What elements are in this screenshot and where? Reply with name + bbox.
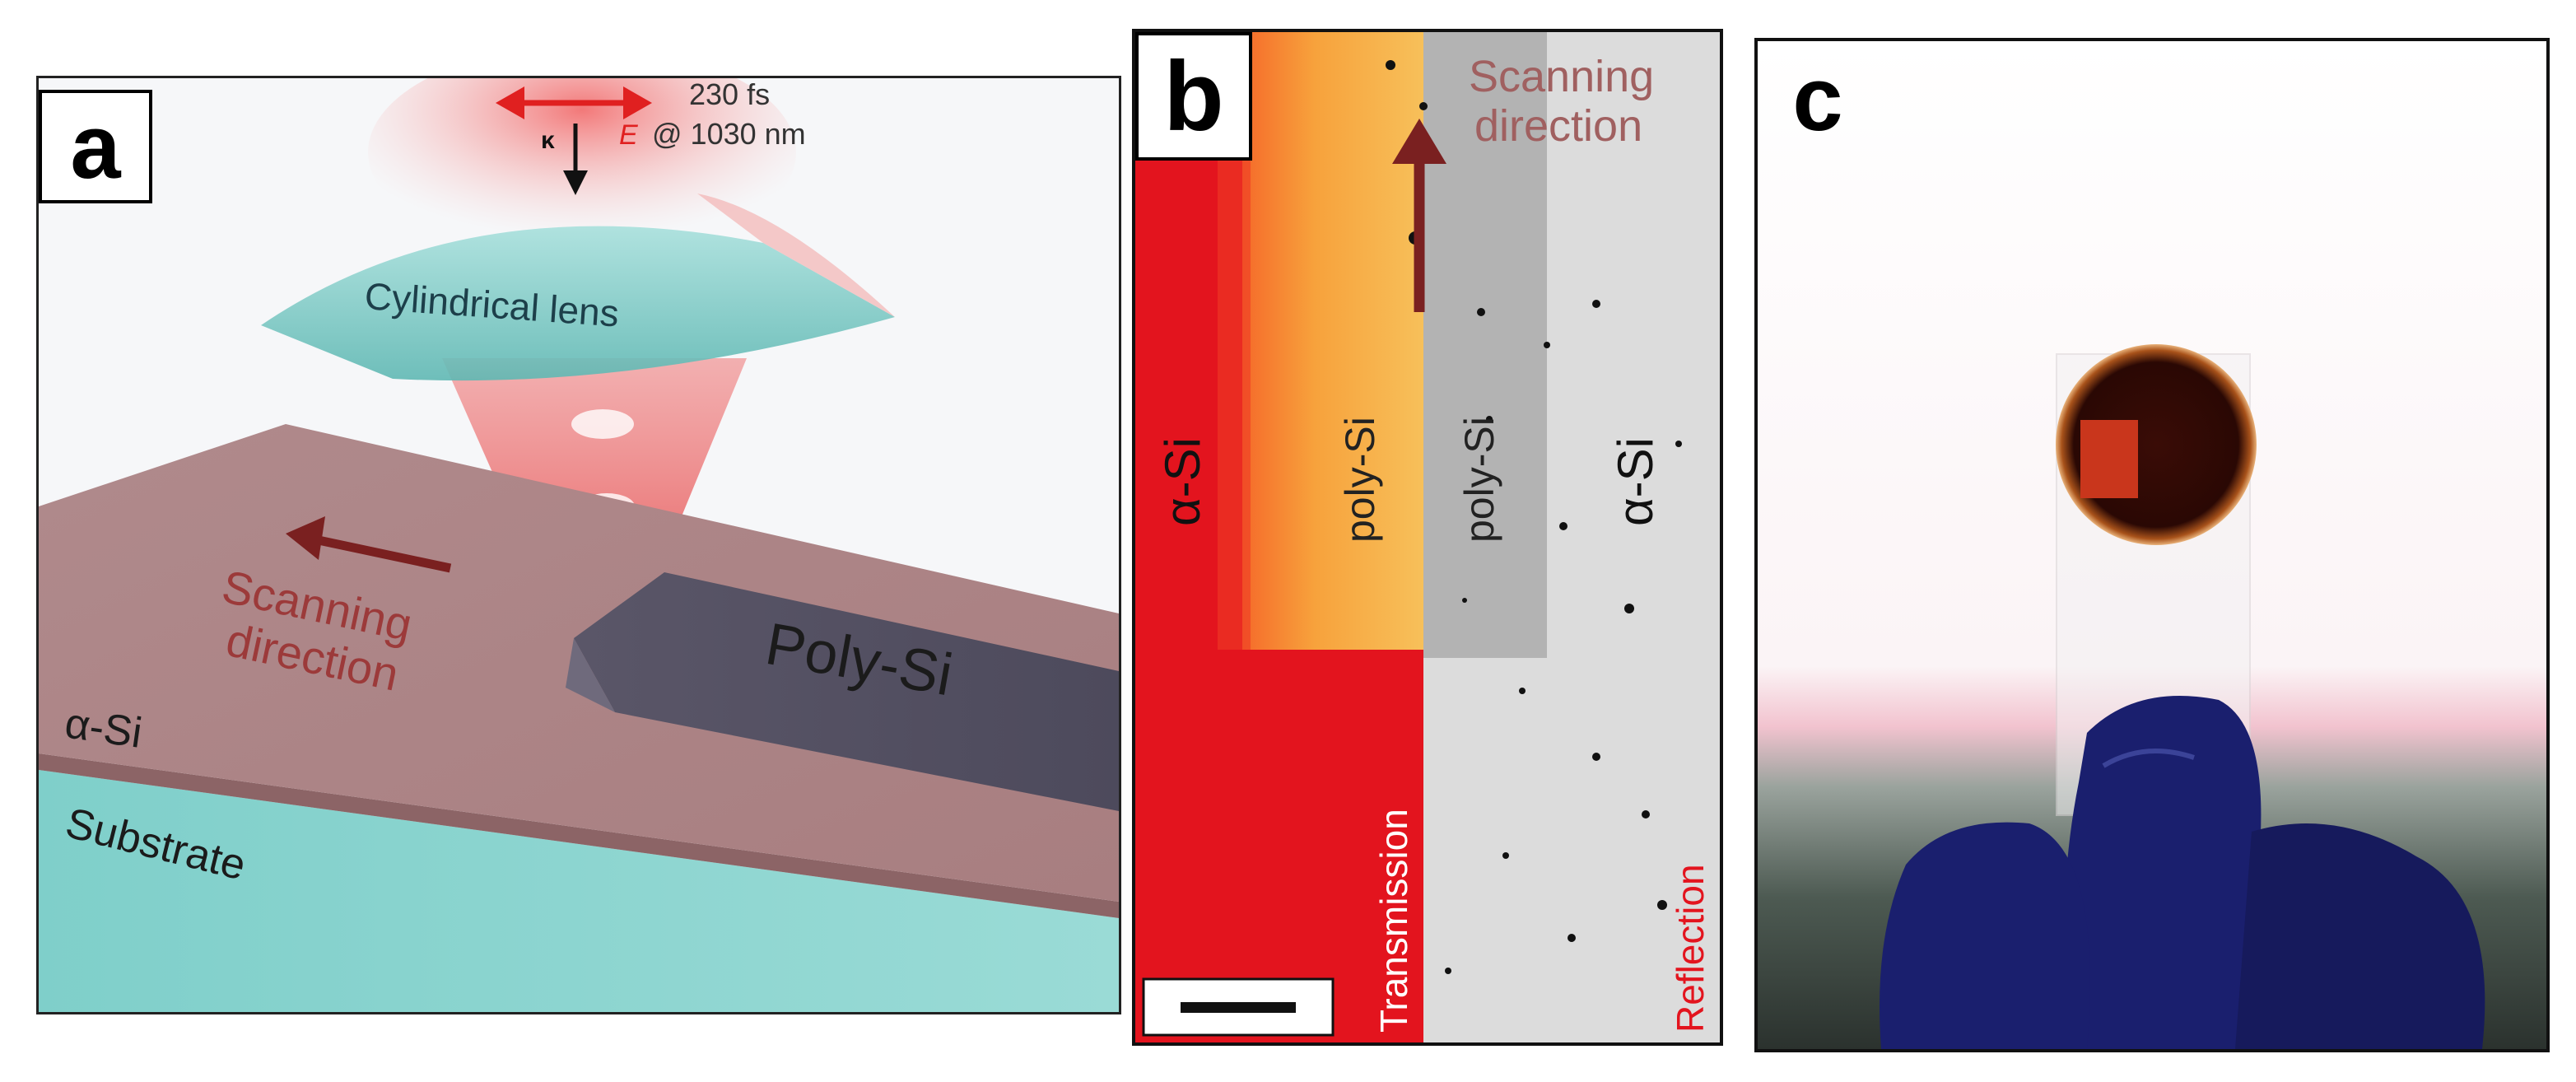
glove-finger-left [1880, 822, 2090, 1049]
scan-arrow-b-head [1392, 119, 1446, 164]
poly-si-left-label: poly-Si [1337, 417, 1383, 543]
poly-si-right-label: poly-Si [1456, 417, 1502, 543]
panel-label-a: a [39, 90, 152, 203]
wavelength-label: @ 1030 nm [652, 117, 806, 151]
scale-bar [1181, 1002, 1296, 1013]
e-field-label: E [619, 119, 638, 151]
substrate-layer [39, 770, 1119, 1012]
k-vector-head [563, 170, 588, 195]
panel-c: c [1754, 38, 2550, 1052]
alpha-si-left-label: α-Si [1155, 437, 1210, 526]
reflection-label: Reflection [1669, 864, 1712, 1033]
lens-side [697, 194, 895, 317]
k-vector-label: κ [541, 127, 555, 154]
panel-a: 230 fs @ 1030 nm κ E Cylindrical lens Sc… [36, 76, 1121, 1014]
panel-a-illustration: 230 fs @ 1030 nm κ E Cylindrical lens Sc… [39, 78, 1119, 1012]
glove-finger-right [2235, 823, 2485, 1049]
glove-highlight [2102, 749, 2195, 768]
pulse-duration-label: 230 fs [689, 78, 770, 111]
poly-si-track [574, 572, 1119, 811]
panel-label-b: b [1135, 32, 1252, 161]
scan-label-b-line2: direction [1474, 101, 1642, 151]
scan-label-b-line1: Scanning [1469, 52, 1654, 101]
panel-b-micrograph: Scanning direction α-Si poly-Si poly-Si … [1135, 32, 1720, 1042]
defect-speckles [1386, 60, 1682, 974]
glove-thumb [2064, 696, 2262, 1049]
scan-arrow-a-head [286, 516, 325, 560]
e-field-arrow-head-right [623, 86, 652, 119]
e-field-arrow-head-left [496, 86, 524, 119]
panel-label-c: c [1792, 48, 1843, 150]
alpha-si-right-label: α-Si [1608, 437, 1663, 526]
crystallized-patch [2080, 420, 2138, 498]
scan-arrow-a-line [313, 534, 452, 573]
laser-beam-glow [368, 78, 796, 259]
poly-si-transmission [1242, 32, 1423, 650]
poly-si-track-edge [566, 638, 615, 712]
cylindrical-lens [261, 226, 895, 381]
panel-b: Scanning direction α-Si poly-Si poly-Si … [1132, 29, 1723, 1046]
alpha-si-label: α-Si [62, 699, 145, 757]
panel-c-photo [1758, 41, 2546, 1049]
film-edge [39, 753, 1119, 918]
transmission-label: Transmission [1372, 809, 1415, 1033]
beam-hotspot-1 [571, 409, 634, 439]
poly-si-reflection [1423, 32, 1547, 658]
